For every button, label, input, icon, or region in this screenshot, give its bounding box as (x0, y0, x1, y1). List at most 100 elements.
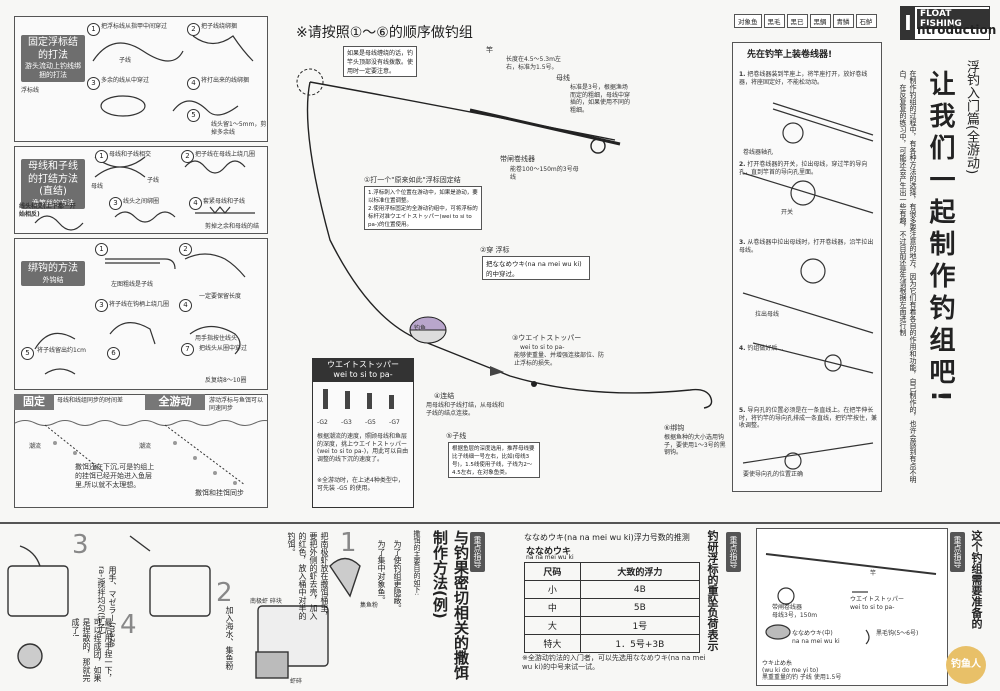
knot3-label: 左图粗线是子线 (111, 281, 154, 288)
knot3-step-num: 5 (21, 347, 34, 360)
knot1-step-num: 5 (187, 109, 200, 122)
knot3-step-num: 3 (95, 299, 108, 312)
weight-note: 根据潮流的速度，照顾母线和鱼层的深度，挑上ウエイトストッパー(wei to si… (317, 433, 409, 463)
reel-label: 要使导向孔的位置正确 (743, 471, 804, 478)
table-note: ※全游动钓法的入门者，可以先选用ななめウキ(na na mei wu ki)的中… (522, 654, 706, 671)
reel-label: 开关 (781, 209, 794, 216)
fish-tab[interactable]: 黑已 (786, 14, 808, 28)
fish-tab[interactable]: 石鲈 (855, 14, 877, 28)
step5-note: 根据鱼层的深度选用，推荐母线要比子线细一号左右，比如(母线3号)，1.5线使用子… (448, 442, 540, 478)
weight-note2: ※全游动时，在上述4种类型中，可先装 -G5 的使用。 (317, 477, 404, 492)
bait-step-num: 2 (216, 578, 233, 608)
table-header: 大致的浮力 (579, 562, 701, 581)
knot1-cap: 线头留1～5mm，剪掉多余线 (211, 121, 267, 136)
step6-label: ⑥绑钩 (664, 424, 685, 432)
bait-goal: 为了集中对象鱼。 (377, 540, 386, 604)
knot2-illustration (34, 156, 255, 231)
bait-step-text: 最后用手捏一下，可以捏成团，如果是捏散的，那就完成了! (71, 618, 113, 682)
fish-tab[interactable]: 对象鱼 (734, 14, 762, 28)
reel-step-1: 1. 把卷线器装到竿座上，将竿座打开，放好卷线器，将座固定好，不能松动动。 (739, 71, 868, 86)
reel-label: 带闸卷线器 (500, 155, 535, 163)
knot3-cap: 将子线在钩柄上绕几圈 (109, 301, 170, 308)
tab-fixed[interactable]: 固定 (14, 394, 54, 410)
bait-illustrations (7, 535, 361, 679)
reel-note: 能卷100～150m的3号母线 (510, 166, 579, 181)
callout-note: 如果是母线缠绕的话，钓竿头顶部没有线拨散。使用时一定要注意。 (343, 46, 417, 77)
rig-item: 黑重重量的钓 子线 使用1.5号 (762, 674, 842, 681)
bait-step-num: 4 (120, 610, 137, 640)
knot2-step-num: 2 (181, 150, 194, 163)
rig-list-box (756, 528, 948, 686)
rig-item: 带闸卷线器 (772, 604, 803, 611)
knot1-step-num: 4 (187, 77, 200, 90)
rig-item: wei to si to pa- (850, 604, 895, 611)
reel-setup-title: 先在钓竿上装卷线器! (747, 50, 833, 60)
knot3-step-num: 7 (181, 343, 194, 356)
flow-label: 潮流 (139, 443, 152, 450)
main-title: ※请按照①～⑥的顺序做钓组 (296, 25, 473, 41)
weight-g2: -G2 (317, 419, 328, 426)
knot2-cap: 把子线在母线上绕几圈 (195, 151, 256, 158)
fish-tab[interactable]: 青鳞 (832, 14, 854, 28)
fish-tabs: 对象鱼 黑毛 黑已 黑鲷 青鳞 石鲈 (734, 14, 877, 28)
reel-setup-illustrations (742, 102, 874, 470)
knot2-label: 母线 (91, 183, 104, 190)
banner-top: FLOAT FISHING (917, 9, 989, 29)
rig-item: ウエイトストッパー (850, 596, 905, 603)
step3-note: 能够使重量、并增强连接部位、防止浮标的损失。 (514, 352, 605, 367)
bait-goal: 为了使钓组更隐蔽。 (393, 540, 402, 612)
intro-text: 在制作钓组的过程中，有各种方法的选择，有很多要注意的地方，因为它们有着各自的作用… (899, 70, 917, 483)
knot3-cap: 将子线留出约1cm (37, 347, 86, 354)
float-badge: 重点指导 (726, 532, 741, 572)
knot3-cap: 把线头从圈中穿过 (199, 345, 248, 352)
tab-full-swim[interactable]: 全游动 (145, 394, 205, 410)
bait-subtitle: 撒饵的主要目的如下: (413, 530, 421, 596)
bait-title: 与钓果密切相关的撒饵制作方法(例) (431, 530, 470, 680)
rig-item: 黑毛钩(5～6号) (876, 630, 919, 637)
knot1-step-num: 1 (87, 23, 100, 36)
rig-item: ウキ止め糸 (762, 660, 793, 667)
rod-label: 竿 (486, 46, 493, 54)
logo: 钓鱼人 (946, 646, 986, 684)
step3-label: ③ウエイトストッパー (512, 334, 582, 342)
big-title: 让我们一起制作钓组吧! (925, 70, 955, 408)
fish-tab[interactable]: 黑鲷 (809, 14, 831, 28)
float-label: 钓鱼 (414, 325, 427, 332)
table-product: ななめウキ (526, 547, 572, 557)
knot1-title: 固定浮标结的打法游头流动上钓线绑捆的打法 (21, 35, 85, 82)
knot2-cap: 剪掉之余和母线的结 (205, 223, 260, 230)
knot1-step-num: 2 (187, 23, 200, 36)
bait-label: 集鱼粉 (360, 602, 379, 609)
banner-bottom: ntroduction (917, 23, 997, 37)
rod-note: 长度在4.5～5.3m左右，标准为1.5号。 (506, 56, 561, 71)
weight-g7: -G7 (389, 419, 400, 426)
bait-step-text: 加入海水、集鱼粉 (225, 606, 234, 670)
bait-step-text: 把南极虾放在撒饵桶里，要把外侧的虾去壳，加入的红色，放入桶中对半的钓饵。 (287, 532, 329, 620)
knot3-cap: 反复绕8～10圈 (205, 377, 247, 384)
knot1-cap: 将打出来的线绑捆 (201, 77, 250, 84)
knot2-cap: 套紧母线和子线 (203, 198, 246, 205)
rig-diagram (296, 68, 713, 409)
bait-step-num: 3 (72, 530, 89, 560)
step5-label: ⑤子线 (446, 432, 467, 440)
weight-g3: -G3 (341, 419, 352, 426)
fish-tab[interactable]: 黑毛 (763, 14, 785, 28)
knot3-cap: 用手指按住线头 (195, 335, 238, 342)
knot1-illustration (92, 35, 254, 117)
rig-item: 竿 (870, 570, 877, 577)
knot1-cap: 多余的线从中穿过 (101, 77, 150, 84)
knot2-cap: 线头之间绑圈 (123, 198, 160, 205)
swim-caption: 游动浮标与鱼饵可以同速同步 (209, 397, 264, 412)
knot2-step-num: 4 (189, 197, 202, 210)
fixed-caption: 母线和线组同步的时间差 (57, 397, 124, 404)
knot1-cap: 把浮标线从指甲中间穿过 (101, 23, 168, 30)
knot1-label: 子线 (119, 57, 132, 64)
reel-step-4: 4. 钓组做好后… (739, 345, 784, 352)
knot2-title: 母线和子线的打结方法(直结)渔竿丝的方法 (21, 159, 85, 210)
knot1-cap: 把子线绕绑捆 (201, 23, 238, 30)
rig-item: (wu ki do me yi to) (762, 667, 819, 674)
rig-list-section: 竿 带闸卷线器 母线3号，150m ウエイトストッパー wei to si to… (752, 526, 998, 688)
